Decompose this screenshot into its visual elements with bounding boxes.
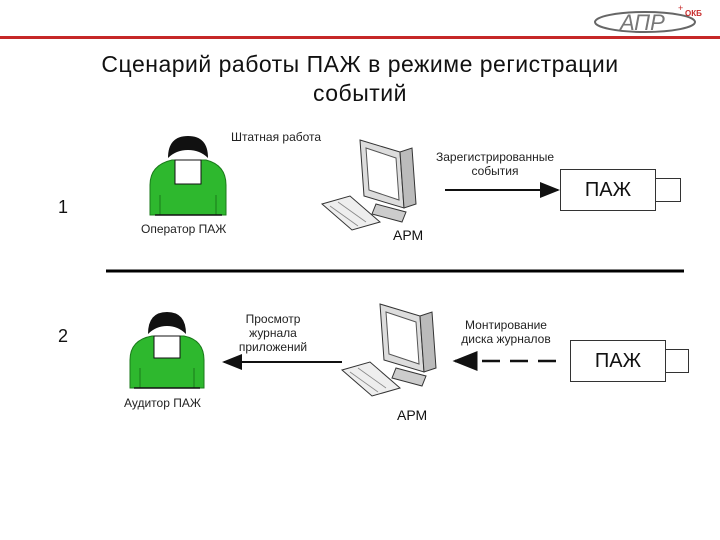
scenario1-top-label: Штатная работа [231,130,322,144]
paz-device-2: ПАЖ [570,340,666,382]
view-log-line-2: журнала [249,326,297,340]
auditor-person-icon [129,312,205,389]
paz-device-1: ПАЖ [560,169,656,211]
arm-computer-icon-1 [320,139,417,231]
title-line-1: Сценарий работы ПАЖ в режиме регистрации [101,51,619,77]
logo-text: АПР [618,10,665,35]
arrow-label-line-1: Зарегистрированные [435,150,555,164]
arrow-label-mount-disk: Монтирование диска журналов [452,318,560,346]
arrow-label-view-log: Просмотр журнала приложений [226,312,320,354]
scenario-number-2: 2 [58,326,69,346]
paz-connector-1 [655,178,681,202]
mount-disk-line-2: диска журналов [461,332,551,346]
scenario-number-1: 1 [58,197,69,217]
company-logo: АПР ОКБ + [594,3,702,35]
auditor-label: Аудитор ПАЖ [124,396,201,410]
arm-computer-icon-2 [340,303,437,397]
paz-connector-2 [665,349,689,373]
operator-person-icon [149,136,227,216]
logo-small-text: ОКБ [685,9,702,18]
arm-label-2: АРМ [397,407,428,423]
mount-disk-line-1: Монтирование [465,318,547,332]
svg-text:+: + [678,3,683,13]
header-rule [0,36,720,39]
arrow-label-registered-events: Зарегистрированные события [426,150,564,178]
page-title: Сценарий работы ПАЖ в режиме регистрации… [40,50,680,108]
view-log-line-1: Просмотр [245,312,301,326]
operator-label: Оператор ПАЖ [141,222,227,236]
view-log-line-3: приложений [238,340,308,354]
title-line-2: событий [313,80,407,106]
arm-label-1: АРМ [393,227,424,243]
arrow-label-line-2: события [471,164,519,178]
